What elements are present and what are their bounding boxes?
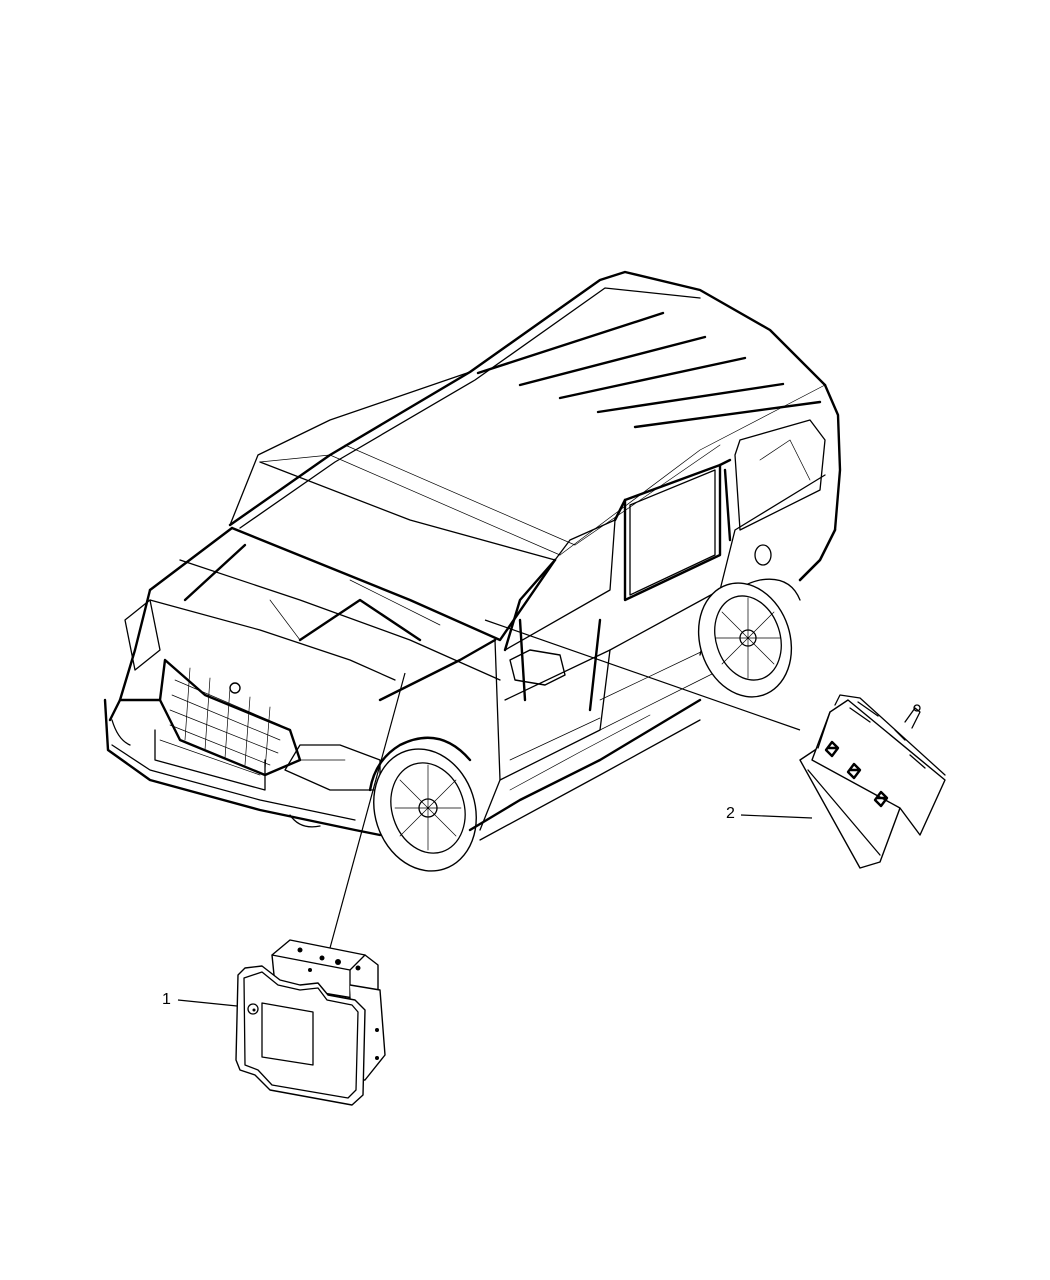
fuel-door bbox=[754, 544, 772, 566]
switch-terminals bbox=[824, 740, 889, 808]
minivan-drawing bbox=[103, 270, 842, 872]
part-1-control-module bbox=[235, 939, 386, 1106]
leader-line-1-to-vehicle bbox=[329, 672, 406, 949]
callout-2: 2 bbox=[726, 805, 735, 822]
side-mirror bbox=[509, 649, 566, 686]
callout-1: 1 bbox=[162, 991, 171, 1008]
leader-lines bbox=[177, 619, 813, 1007]
leader-line-1 bbox=[177, 999, 238, 1007]
front-wheel-spokes bbox=[394, 764, 462, 851]
leader-line-2-to-vehicle bbox=[484, 619, 801, 731]
badge-icon bbox=[229, 682, 241, 694]
part-2-switch bbox=[799, 694, 946, 869]
rear-wheel-spokes bbox=[715, 597, 781, 679]
leader-line-2 bbox=[740, 814, 813, 819]
